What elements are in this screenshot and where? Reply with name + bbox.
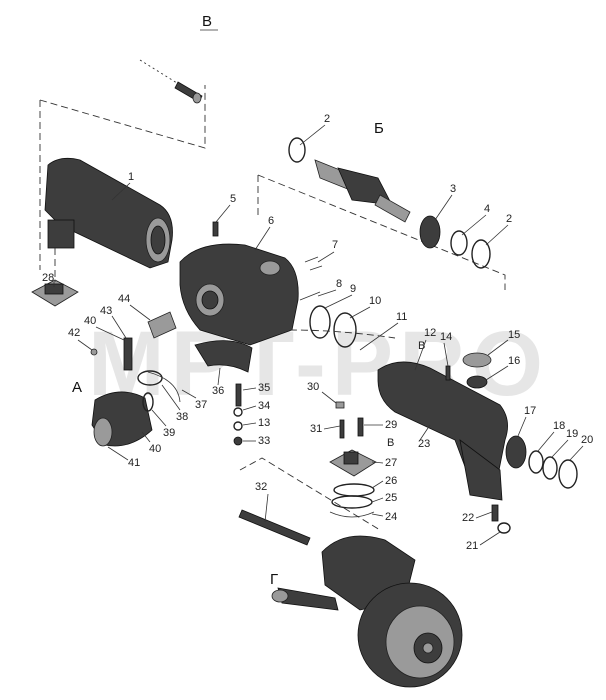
label-32: 32 — [255, 481, 267, 493]
part-28-flange — [31, 279, 79, 307]
label-41: 41 — [128, 457, 140, 469]
label-14: 14 — [440, 331, 452, 343]
label-36: 36 — [212, 385, 224, 397]
part-10-shim — [333, 312, 357, 348]
part-17-bearing — [505, 435, 527, 469]
label-4: 4 — [484, 203, 490, 215]
label-42: 42 — [68, 327, 80, 339]
label-17: 17 — [524, 405, 536, 417]
part-1-housing — [44, 157, 173, 269]
label-v-small-1: В — [418, 340, 425, 352]
label-12: 12 — [424, 327, 436, 339]
part-15-disc — [462, 352, 492, 368]
part-38-seal — [137, 370, 163, 386]
part-37-wire — [147, 371, 181, 403]
part-7-pins — [304, 256, 323, 271]
part-43-bracket — [123, 337, 133, 371]
label-20: 20 — [581, 434, 593, 446]
label-view-a: А — [72, 379, 82, 396]
label-5: 5 — [230, 193, 236, 205]
label-7: 7 — [332, 239, 338, 251]
label-view-b: Б — [374, 120, 384, 137]
lower-guide — [239, 457, 381, 531]
shim-guide — [289, 329, 396, 339]
part-18-ring — [528, 450, 544, 474]
label-25: 25 — [385, 492, 397, 504]
part-13-washer — [233, 421, 243, 431]
part-24-clip — [329, 511, 375, 518]
label-40-top: 40 — [84, 315, 96, 327]
part-20-ring — [558, 459, 578, 489]
label-3: 3 — [450, 183, 456, 195]
part-27-flange — [329, 449, 377, 477]
label-15: 15 — [508, 329, 520, 341]
label-26: 26 — [385, 475, 397, 487]
label-v-small-2: В — [387, 437, 394, 449]
label-38: 38 — [176, 411, 188, 423]
part-14-pin — [445, 365, 451, 381]
view-b-pinion-assembly — [288, 137, 491, 269]
label-24: 24 — [385, 511, 397, 523]
label-view-g: Г — [270, 571, 278, 588]
label-2-top: 2 — [324, 113, 330, 125]
label-view-v: В — [202, 13, 212, 30]
label-29: 29 — [385, 419, 397, 431]
part-16-nut — [466, 375, 488, 389]
part-29-bolt — [357, 417, 364, 437]
part-19-ring — [542, 456, 558, 480]
label-39: 39 — [163, 427, 175, 439]
assembly-line-right — [257, 174, 506, 290]
label-13: 13 — [258, 417, 270, 429]
part-34-washer — [233, 407, 243, 417]
part-35-pin — [235, 383, 242, 407]
label-35: 35 — [258, 382, 270, 394]
label-30: 30 — [307, 381, 319, 393]
part-5-bolt — [212, 221, 219, 237]
part-32-shaft — [238, 509, 311, 546]
label-27: 27 — [385, 457, 397, 469]
view-v-shaft — [139, 59, 203, 104]
assembly-line-top — [39, 85, 206, 149]
label-2-right: 2 — [506, 213, 512, 225]
label-44: 44 — [118, 293, 130, 305]
view-g-wheel-hub — [271, 535, 463, 688]
part-12-right-housing — [377, 361, 508, 501]
part-44-sleeve — [147, 311, 177, 339]
view-a-motor — [91, 391, 154, 447]
part-31-bolt — [339, 419, 345, 439]
label-37: 37 — [195, 399, 207, 411]
label-23: 23 — [418, 438, 430, 450]
part-33-nut — [233, 436, 243, 446]
part-21-ring — [497, 522, 511, 534]
label-18: 18 — [553, 420, 565, 432]
part-42-bolt — [90, 348, 98, 356]
part-30-nut — [335, 401, 345, 409]
label-11: 11 — [396, 311, 407, 323]
label-6: 6 — [268, 215, 274, 227]
part-25-shim — [331, 495, 373, 509]
label-9: 9 — [350, 283, 356, 295]
label-43: 43 — [100, 305, 112, 317]
label-22: 22 — [462, 512, 474, 524]
callouts: 1 2 3 4 2 5 6 7 8 9 10 11 12 14 15 16 17… — [42, 113, 593, 552]
part-9-shim — [309, 305, 331, 339]
part-26-seal — [333, 483, 375, 497]
label-10: 10 — [369, 295, 381, 307]
label-16: 16 — [508, 355, 520, 367]
part-8-pin — [299, 291, 321, 301]
label-31: 31 — [310, 423, 322, 435]
label-1: 1 — [128, 171, 134, 183]
label-34: 34 — [258, 400, 270, 412]
label-8: 8 — [336, 278, 342, 290]
label-33: 33 — [258, 435, 270, 447]
part-6-differential-housing — [179, 243, 299, 346]
label-19: 19 — [566, 428, 578, 440]
part-22-pin — [491, 504, 499, 522]
part-36-bracket — [194, 340, 253, 373]
label-40-bottom: 40 — [149, 443, 161, 455]
label-28: 28 — [42, 272, 54, 284]
label-21: 21 — [466, 540, 478, 552]
